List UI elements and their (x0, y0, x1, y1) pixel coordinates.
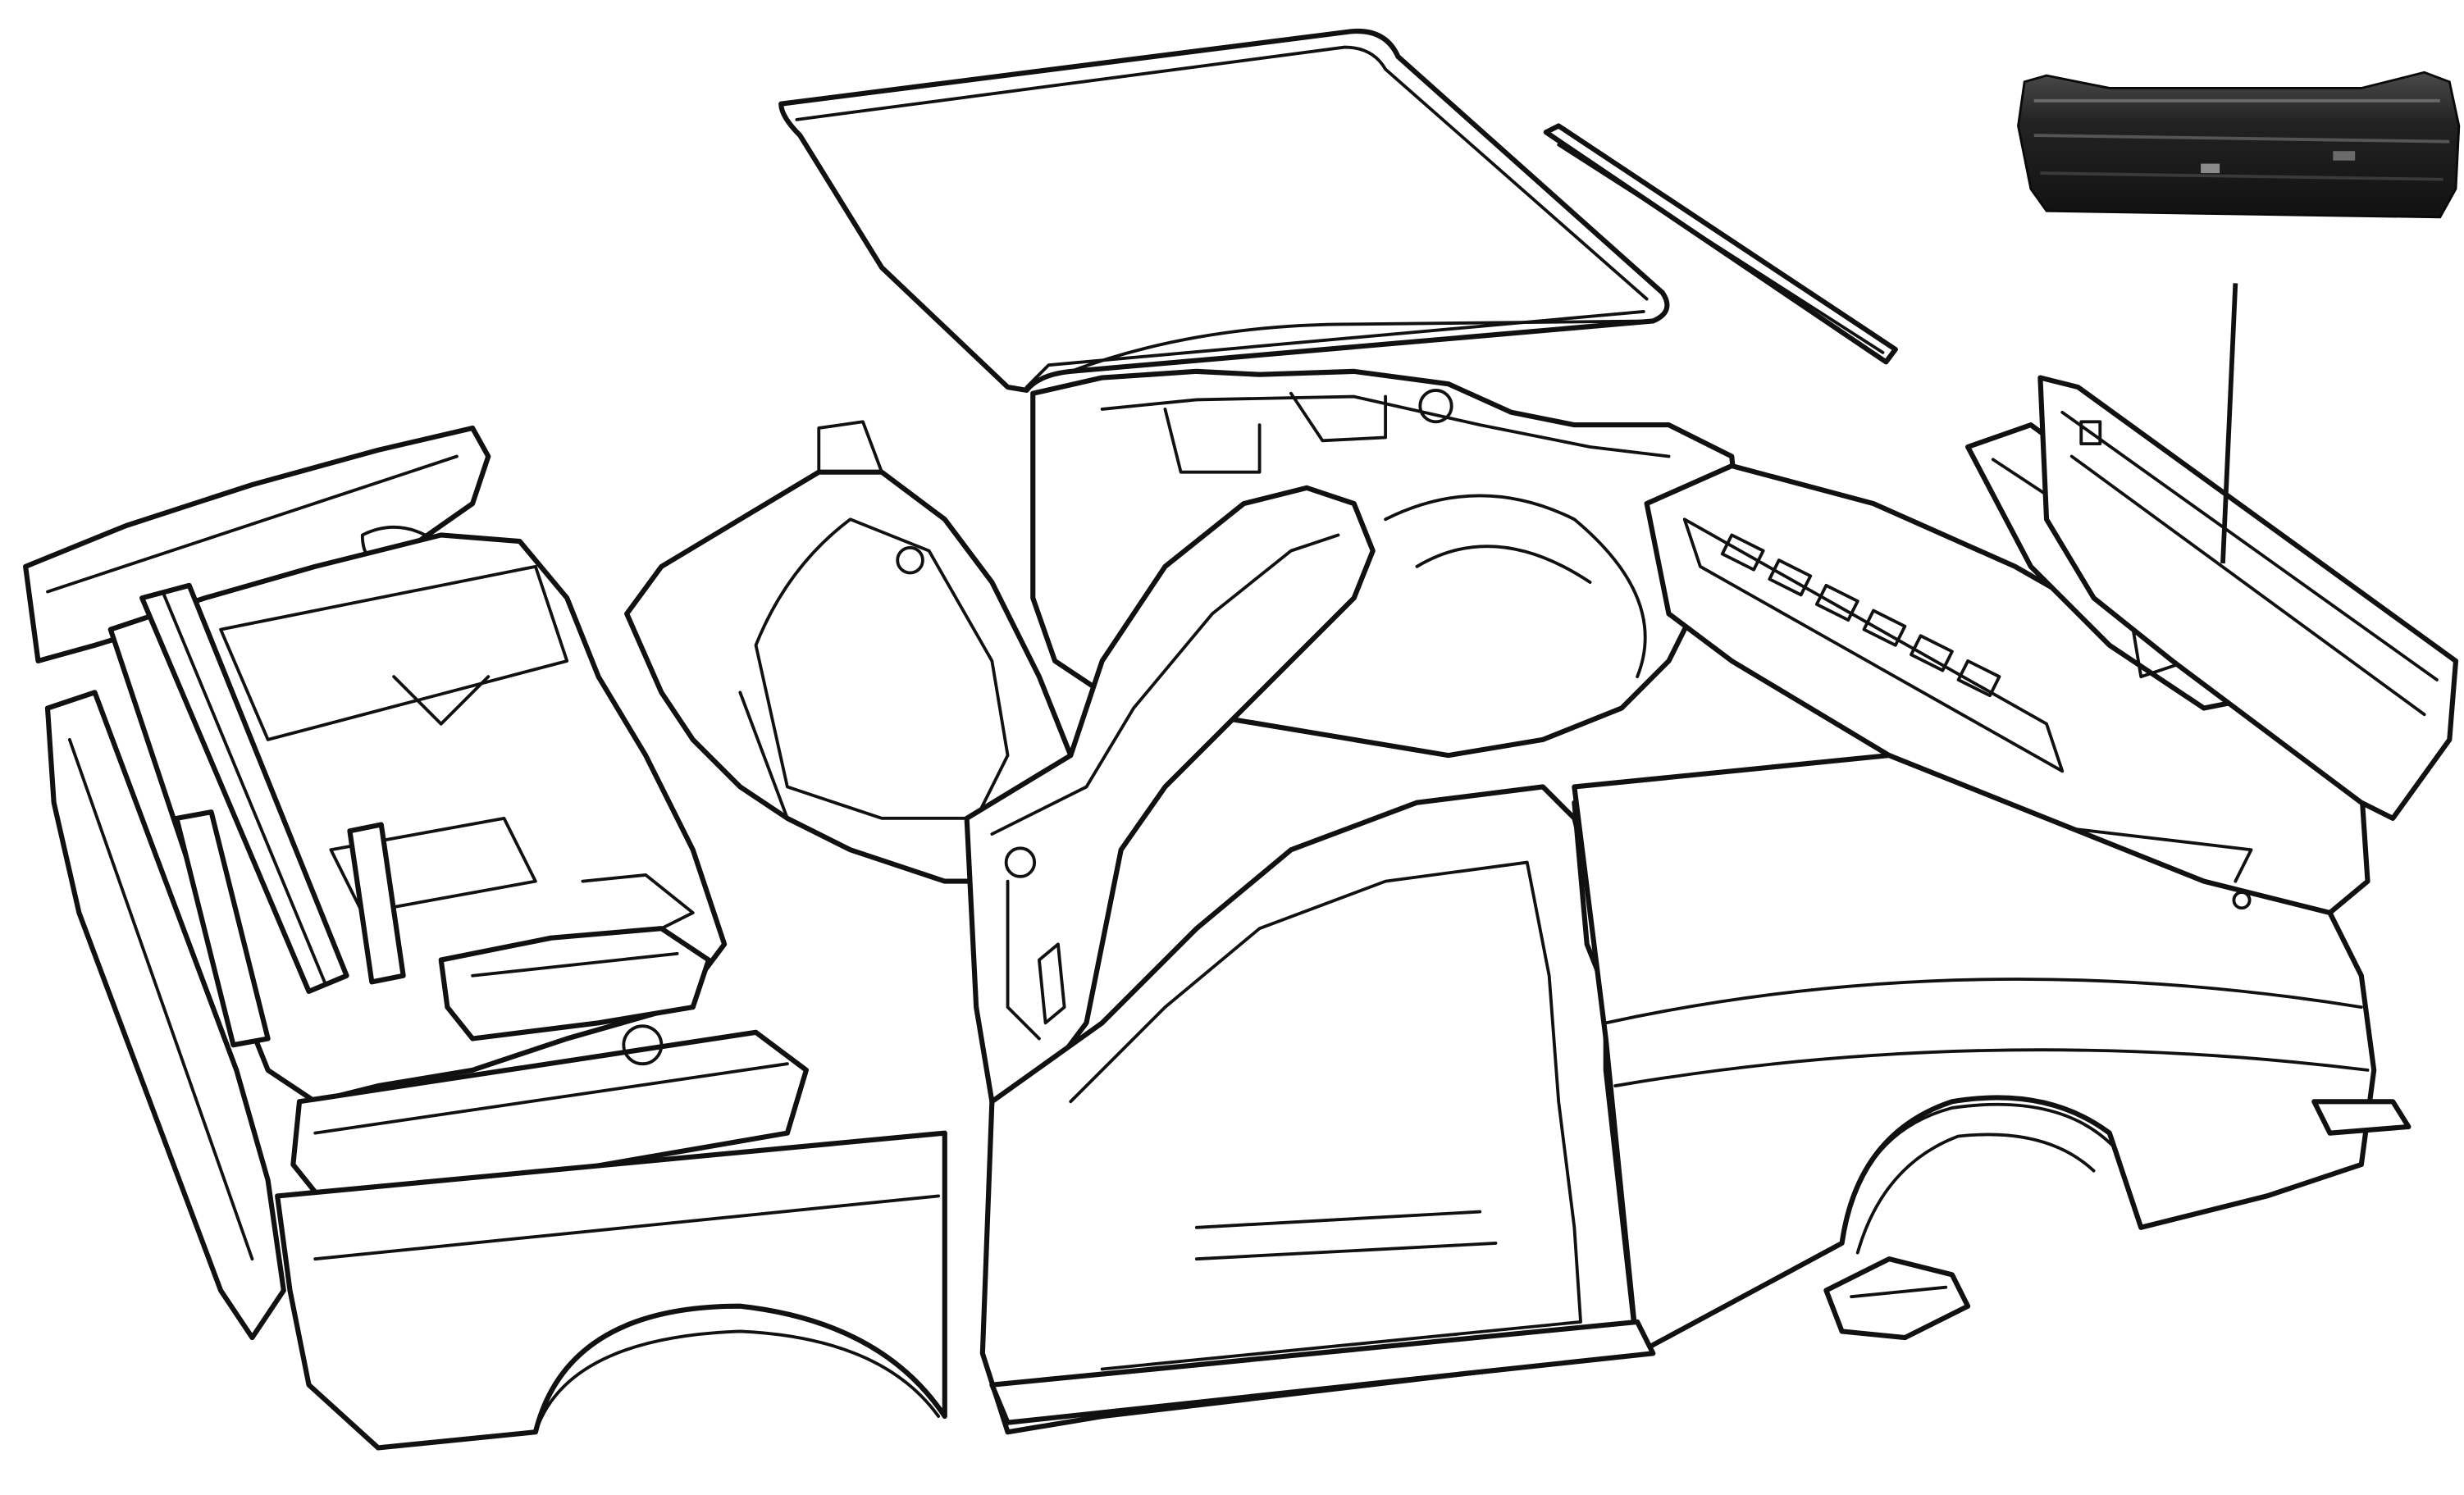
front-door-opening (979, 784, 1640, 1435)
leader-line (2220, 283, 2238, 564)
roof-panel (778, 28, 1670, 393)
front-crossmember (139, 582, 406, 1048)
floor-pan (290, 873, 809, 1215)
rear-wheel-arch (1840, 1102, 2143, 1255)
roof-gutter-strip (1543, 123, 1898, 365)
rear-valance-panel (2037, 375, 2459, 821)
rear-bracket (1823, 1256, 1971, 1341)
rear-panel-photo (2017, 71, 2461, 219)
sill (989, 1099, 2412, 1425)
front-inner-wing (23, 425, 491, 664)
boot-floor (1644, 463, 2370, 916)
front-wing (44, 690, 947, 1451)
boot-floor-ribs (1720, 533, 2001, 698)
